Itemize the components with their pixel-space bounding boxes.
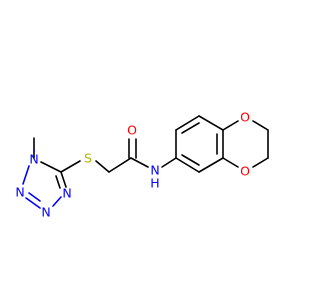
bond-s-ch2 bbox=[95, 160, 110, 173]
molecule-structure-diagram: N N N N S O N H O O bbox=[15, 110, 269, 220]
bond-benzene-6 bbox=[175, 157, 200, 173]
bond-carbonyl-amide-n bbox=[130, 157, 149, 168]
bond-c5-n1 bbox=[40, 161, 62, 173]
atom-amide-h-label: H bbox=[150, 176, 159, 191]
bond-n2-n3 bbox=[25, 197, 41, 209]
atom-amide-n: N H bbox=[150, 163, 159, 191]
atom-ether-o1-label: O bbox=[240, 110, 250, 125]
atom-ether-o1: O bbox=[240, 110, 250, 125]
atom-carbonyl-o-label: O bbox=[127, 123, 137, 138]
atom-n4-label: N bbox=[62, 186, 71, 201]
bond-n3-n4 bbox=[52, 196, 62, 207]
atom-s: S bbox=[84, 151, 92, 166]
atom-n3-label: N bbox=[41, 205, 50, 220]
bond-o1-ch2a bbox=[252, 120, 269, 131]
bond-benzene-2-double bbox=[181, 122, 200, 134]
bond-c-o1 bbox=[222, 120, 239, 131]
atom-n1: N bbox=[29, 152, 38, 167]
atom-n1-label: N bbox=[29, 152, 38, 167]
bond-n4-c5 bbox=[60, 171, 67, 188]
atom-carbonyl-o: O bbox=[127, 123, 137, 138]
bond-c5-s bbox=[60, 160, 81, 173]
bond-layer bbox=[22, 115, 269, 209]
atom-ether-o2: O bbox=[240, 164, 250, 179]
bond-ch2-carbonyl bbox=[108, 157, 132, 173]
bond-o2-c bbox=[222, 157, 239, 168]
bond-benzene-3 bbox=[198, 115, 224, 131]
atom-ether-o2-label: O bbox=[240, 164, 250, 179]
atom-n4: N bbox=[62, 186, 71, 201]
bond-ch2b-o2 bbox=[252, 157, 269, 168]
atom-n3: N bbox=[41, 205, 50, 220]
bond-benzene-5 bbox=[198, 157, 224, 173]
atom-n2-label: N bbox=[15, 185, 24, 200]
atom-s-label: S bbox=[84, 151, 92, 166]
bond-n4-c5-double bbox=[55, 175, 61, 189]
atom-n2: N bbox=[15, 185, 24, 200]
bond-n2-n3-double bbox=[28, 192, 41, 202]
bond-benzene-6-double bbox=[181, 154, 200, 166]
bond-benzene-2 bbox=[175, 115, 200, 131]
bond-n1-n2 bbox=[22, 165, 30, 185]
atom-amide-n-label: N bbox=[150, 163, 159, 178]
atom-label-layer: N N N N S O N H O O bbox=[15, 110, 250, 220]
bond-amide-n-aryl bbox=[161, 157, 177, 168]
